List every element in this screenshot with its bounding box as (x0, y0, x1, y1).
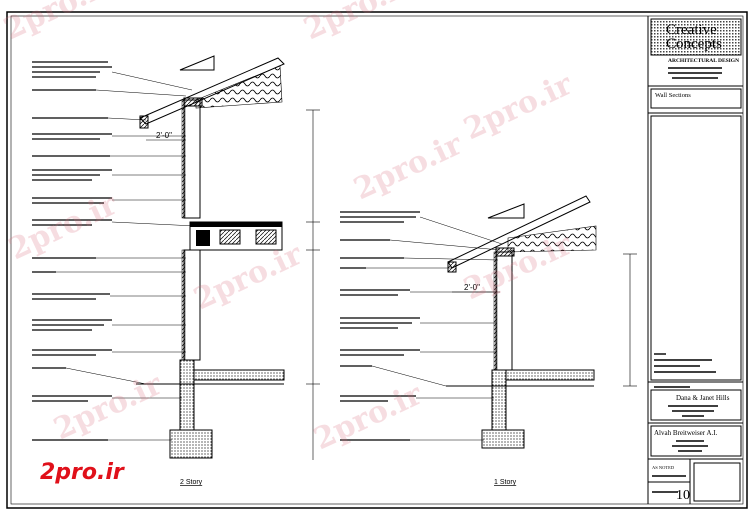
floor-deck (190, 222, 282, 227)
footing (169, 429, 213, 459)
firm-name: ARCHITECTURAL DESIGN (668, 58, 739, 64)
foundation-wall-right (491, 369, 507, 431)
top-plate-right (495, 247, 515, 257)
joist-block-2 (255, 229, 277, 245)
leader-lines-right (366, 216, 503, 441)
lower-wall-sheathing (181, 249, 186, 361)
overhang-dimension-right: 2'-0" (464, 283, 480, 292)
callout-notes (32, 61, 112, 441)
watermark-8: 2pro.ir (309, 377, 429, 458)
client-name: Dana & Janet Hills (676, 394, 730, 402)
sheet-title: Wall Sections (655, 92, 691, 99)
firm-address-lines (668, 67, 722, 79)
watermark-9: 2pro.ir (49, 367, 169, 448)
designer-details (672, 440, 708, 452)
brand-logo: 2pro.ir (40, 460, 124, 485)
watermark-3: 2pro.ir (459, 67, 579, 148)
vertical-dimensions (306, 109, 320, 460)
fascia (139, 115, 149, 129)
rim-joist (196, 230, 210, 246)
roof-pitch-symbol (179, 55, 215, 71)
sheet-border (6, 11, 748, 509)
notes-panel (650, 115, 742, 381)
roof-pitch-symbol-right (487, 203, 525, 219)
watermark-5: 2pro.ir (349, 127, 469, 208)
leader-lines (56, 71, 197, 441)
sheet-border-inner (10, 15, 744, 505)
logo-line1: Creative (666, 22, 717, 38)
vertical-dimensions-right (623, 253, 637, 387)
general-notes (654, 353, 716, 373)
logo-line2: Concepts (666, 36, 722, 52)
watermark-4: 2pro.ir (189, 237, 309, 318)
sheet-number-box (693, 462, 741, 502)
watermark-2: 2pro.ir (299, 0, 419, 47)
upper-wall-sheathing (181, 99, 186, 219)
slab (193, 369, 285, 381)
footing-right (481, 429, 525, 449)
designer-box (650, 425, 742, 457)
wall-section-1-story: 2'-0" (340, 195, 637, 486)
section-label-1-story: 1 Story (494, 479, 517, 486)
roof-insulation-right (507, 225, 597, 253)
section-label-2-story: 2 Story (180, 479, 203, 486)
upper-wall (183, 99, 201, 219)
designer-name: Alvah Breitweiser A.I. (654, 429, 718, 437)
slab-right (505, 369, 595, 381)
logo-box (650, 18, 742, 56)
scale-label: AS NOTED (652, 465, 675, 470)
fascia-right (447, 261, 457, 273)
overhang-dimension: 2'-0" (156, 131, 172, 140)
joist-block-1 (219, 229, 241, 245)
callout-notes-right (340, 211, 420, 441)
top-plate-upper (183, 97, 203, 107)
client-box (650, 389, 742, 421)
foundation-wall (179, 359, 195, 431)
watermark-1: 2pro.ir (0, 0, 118, 47)
sheet-number: 10 (676, 488, 690, 503)
wall-section-2-story: 2'-0" (32, 55, 320, 486)
sheet-title-box (650, 88, 742, 109)
title-block: Creative Concepts ARCHITECTURAL DESIGN W… (647, 16, 743, 504)
roof-insulation (195, 65, 283, 109)
project-address-lines (668, 405, 718, 417)
